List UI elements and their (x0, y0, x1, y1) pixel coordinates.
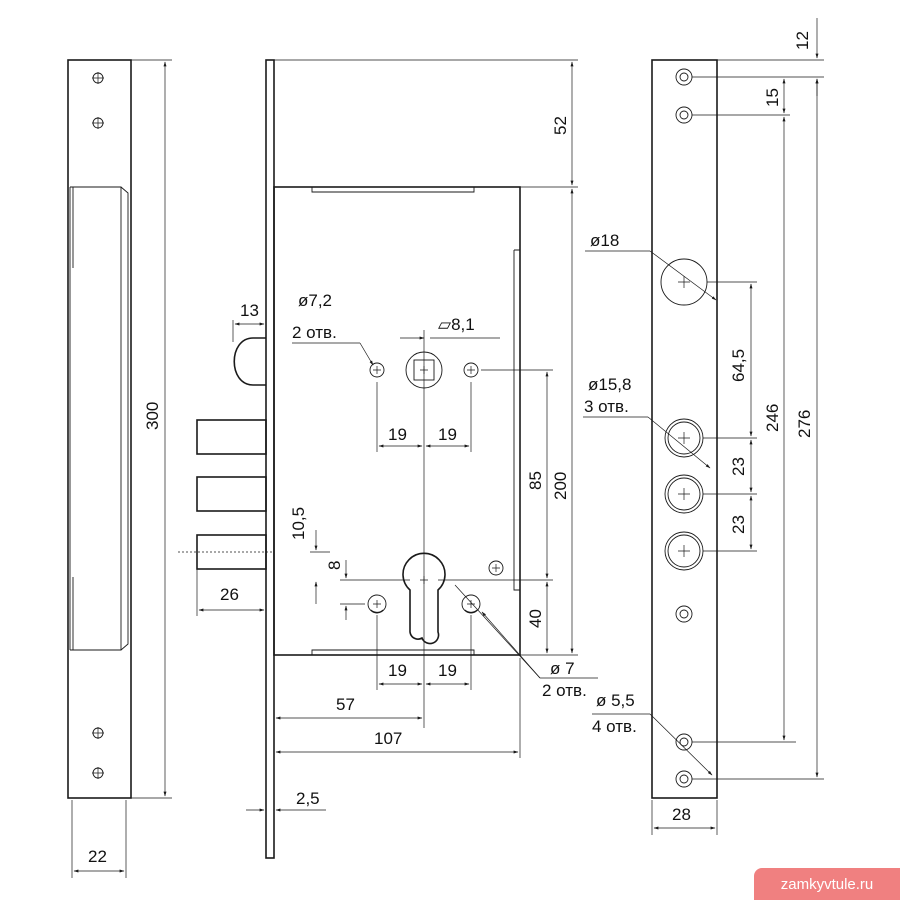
dim-7-count: 2 отв. (542, 681, 587, 700)
dim-85: 85 (526, 471, 545, 490)
dim-12: 12 (793, 31, 812, 50)
mount-hole-bottom-left (367, 594, 387, 614)
bolt-hole-2 (664, 474, 704, 514)
dim-7-2: ø7,2 (298, 291, 332, 310)
dim-2-5: 2,5 (296, 789, 320, 808)
dim-276: 276 (795, 410, 814, 438)
dim-7: ø 7 (550, 659, 575, 678)
strike-hole-1 (92, 72, 104, 84)
dim-8: 8 (325, 561, 344, 570)
dim-19-top-right: 19 (438, 425, 457, 444)
dim-300: 300 (143, 402, 162, 430)
strike-hole-4 (92, 767, 104, 779)
dim-8-1: ▱8,1 (438, 315, 475, 334)
dim-19-bottom-left: 19 (388, 661, 407, 680)
dim-19-top-left: 19 (388, 425, 407, 444)
bolt-hole-1 (664, 418, 704, 458)
dim-15: 15 (763, 88, 782, 107)
dim-15-8-count: 3 отв. (584, 397, 629, 416)
dim-22: 22 (88, 847, 107, 866)
dim-15-8: ø15,8 (588, 375, 631, 394)
mount-hole-top-right (463, 362, 479, 378)
strike-hole-3 (92, 727, 104, 739)
faceplate-view: 12 276 15 246 64,5 23 23 ø18 ø15,8 3 отв… (583, 18, 824, 835)
mount-hole-bottom-right (461, 594, 481, 614)
dim-19-bottom-right: 19 (438, 661, 457, 680)
dim-57: 57 (336, 695, 355, 714)
dim-10-5: 10,5 (289, 507, 308, 540)
lock-body-view: 13 26 10,5 8 ø7,2 2 отв. ▱8,1 19 19 19 1… (178, 59, 598, 859)
bolt-hole-3 (664, 531, 704, 571)
watermark-badge: zamkyvtule.ru (754, 868, 900, 900)
dim-23-b: 23 (729, 515, 748, 534)
dim-107: 107 (374, 729, 402, 748)
dim-5-5-count: 4 отв. (592, 717, 637, 736)
dim-13: 13 (240, 301, 259, 320)
dim-246: 246 (763, 404, 782, 432)
strike-hole-2 (92, 117, 104, 129)
dim-40: 40 (526, 609, 545, 628)
dim-52: 52 (551, 116, 570, 135)
dim-23-a: 23 (729, 457, 748, 476)
dim-5-5: ø 5,5 (596, 691, 635, 710)
dim-28: 28 (672, 805, 691, 824)
screw-hole-5 (675, 770, 693, 788)
strike-plate-view: 300 22 (67, 59, 172, 878)
small-hole (488, 560, 504, 576)
cylinder-cutout (402, 552, 446, 645)
dim-7-2-count: 2 отв. (292, 323, 337, 342)
dim-200: 200 (551, 472, 570, 500)
dim-64-5: 64,5 (729, 349, 748, 382)
screw-hole-3 (675, 605, 693, 623)
dim-18: ø18 (590, 231, 619, 250)
mount-hole-top-left (369, 362, 385, 378)
dim-26: 26 (220, 585, 239, 604)
screw-hole-2 (675, 106, 693, 124)
screw-hole-1 (675, 68, 693, 86)
latch-hole (660, 258, 708, 306)
